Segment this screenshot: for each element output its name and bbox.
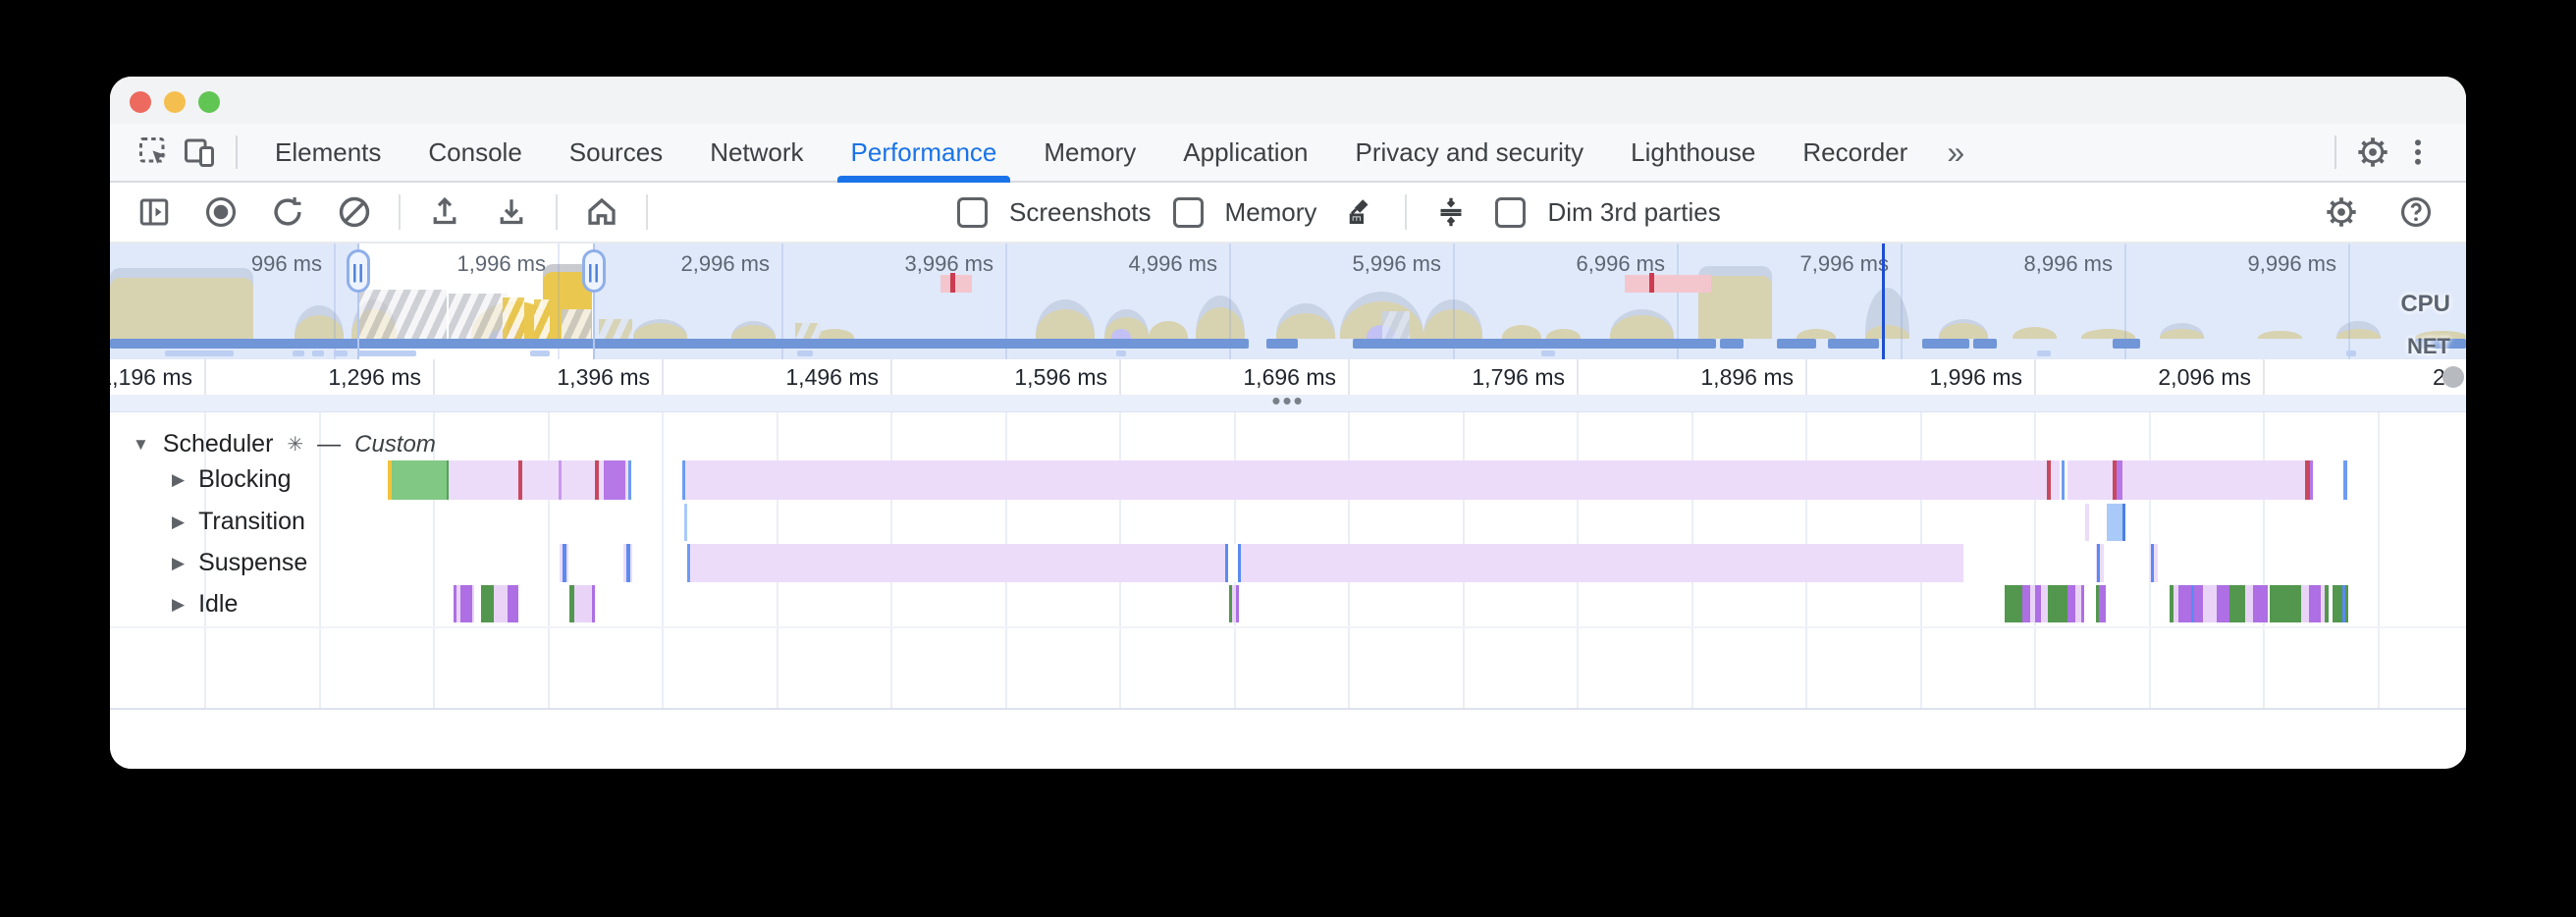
row-label-suspense[interactable]: ▶ Suspense — [172, 549, 307, 577]
expand-triangle-icon[interactable]: ▶ — [172, 512, 186, 531]
device-toolbar-icon[interactable] — [177, 130, 222, 175]
track-dash: — — [317, 430, 342, 458]
performance-toolbar: Screenshots Memory Dim 3rd parties — [110, 183, 2466, 243]
track-name: Scheduler — [162, 430, 274, 458]
divider — [1405, 194, 1408, 230]
divider — [2334, 135, 2336, 169]
tab-memory[interactable]: Memory — [1044, 136, 1137, 167]
memory-label: Memory — [1224, 196, 1317, 227]
collapse-triangle-icon[interactable]: ▼ — [133, 434, 149, 454]
devtools-tabbar: Elements Console Sources Network Perform… — [110, 124, 2466, 183]
expand-triangle-icon[interactable]: ▶ — [172, 469, 186, 489]
record-icon[interactable] — [198, 189, 243, 235]
track-area: ▼ Scheduler ✳ — Custom ▶ Blocking ▶ Tran… — [110, 412, 2466, 710]
toggle-sidebar-icon[interactable] — [132, 189, 177, 235]
tab-elements[interactable]: Elements — [275, 136, 382, 167]
upload-profile-icon[interactable] — [422, 189, 467, 235]
customize-devtools-icon[interactable] — [2395, 130, 2441, 175]
divider — [236, 135, 238, 169]
row-name: Blocking — [198, 465, 292, 493]
more-tabs-icon[interactable]: » — [1947, 134, 1965, 170]
download-profile-icon[interactable] — [489, 189, 534, 235]
row-name: Idle — [198, 590, 239, 618]
resize-handle-dots-icon[interactable]: ••• — [1271, 386, 1305, 415]
row-label-blocking[interactable]: ▶ Blocking — [172, 465, 292, 494]
row-label-transition[interactable]: ▶ Transition — [172, 508, 305, 536]
record-and-reload-icon[interactable] — [265, 189, 310, 235]
dim-3rd-parties-label: Dim 3rd parties — [1547, 196, 1721, 227]
row-label-idle[interactable]: ▶ Idle — [172, 590, 238, 619]
minimize-window-button[interactable] — [164, 91, 186, 113]
clear-icon[interactable] — [332, 189, 377, 235]
divider — [399, 194, 401, 230]
track-suffix: Custom — [354, 430, 436, 458]
scheduler-badge-icon: ✳ — [287, 434, 304, 456]
memory-checkbox[interactable] — [1172, 196, 1204, 228]
tab-sources[interactable]: Sources — [568, 136, 664, 167]
divider — [556, 194, 558, 230]
row-name: Suspense — [198, 549, 308, 576]
row-name: Transition — [198, 508, 305, 535]
tab-privacy-and-security[interactable]: Privacy and security — [1355, 136, 1584, 167]
cpu-band-label: CPU — [2400, 291, 2450, 317]
devtools-window: Elements Console Sources Network Perform… — [110, 77, 2466, 769]
tab-performance[interactable]: Performance — [828, 124, 1021, 183]
net-band-label: NET — [2407, 334, 2450, 358]
track-header-scheduler[interactable]: ▼ Scheduler ✳ — Custom — [133, 430, 436, 458]
inspect-element-icon[interactable] — [132, 130, 177, 175]
settings-gear-icon[interactable] — [2350, 130, 2395, 175]
screenshots-label: Screenshots — [1009, 196, 1152, 227]
maximize-window-button[interactable] — [198, 91, 220, 113]
titlebar — [110, 77, 2466, 124]
detail-time-ruler: 1,196 ms1,296 ms1,396 ms1,496 ms1,596 ms… — [110, 359, 2466, 396]
screenshots-checkbox[interactable] — [957, 196, 988, 228]
capture-settings-gear-icon[interactable] — [2319, 189, 2364, 235]
tab-application[interactable]: Application — [1183, 136, 1309, 167]
garbage-collect-icon[interactable] — [1338, 189, 1383, 235]
expand-triangle-icon[interactable]: ▶ — [172, 594, 186, 614]
expand-triangle-icon[interactable]: ▶ — [172, 553, 186, 572]
tab-network[interactable]: Network — [710, 136, 804, 167]
collapse-icon[interactable] — [1428, 189, 1474, 235]
bottom-empty-area — [110, 710, 2466, 769]
tab-lighthouse[interactable]: Lighthouse — [1631, 136, 1756, 167]
help-icon[interactable] — [2393, 189, 2439, 235]
divider — [646, 194, 648, 230]
panel-resize-band[interactable]: ••• — [110, 388, 2466, 413]
close-window-button[interactable] — [130, 91, 151, 113]
tab-recorder[interactable]: Recorder — [1802, 136, 1908, 167]
home-icon[interactable] — [579, 189, 624, 235]
dim-3rd-parties-checkbox[interactable] — [1495, 196, 1527, 228]
tab-console[interactable]: Console — [428, 136, 522, 167]
